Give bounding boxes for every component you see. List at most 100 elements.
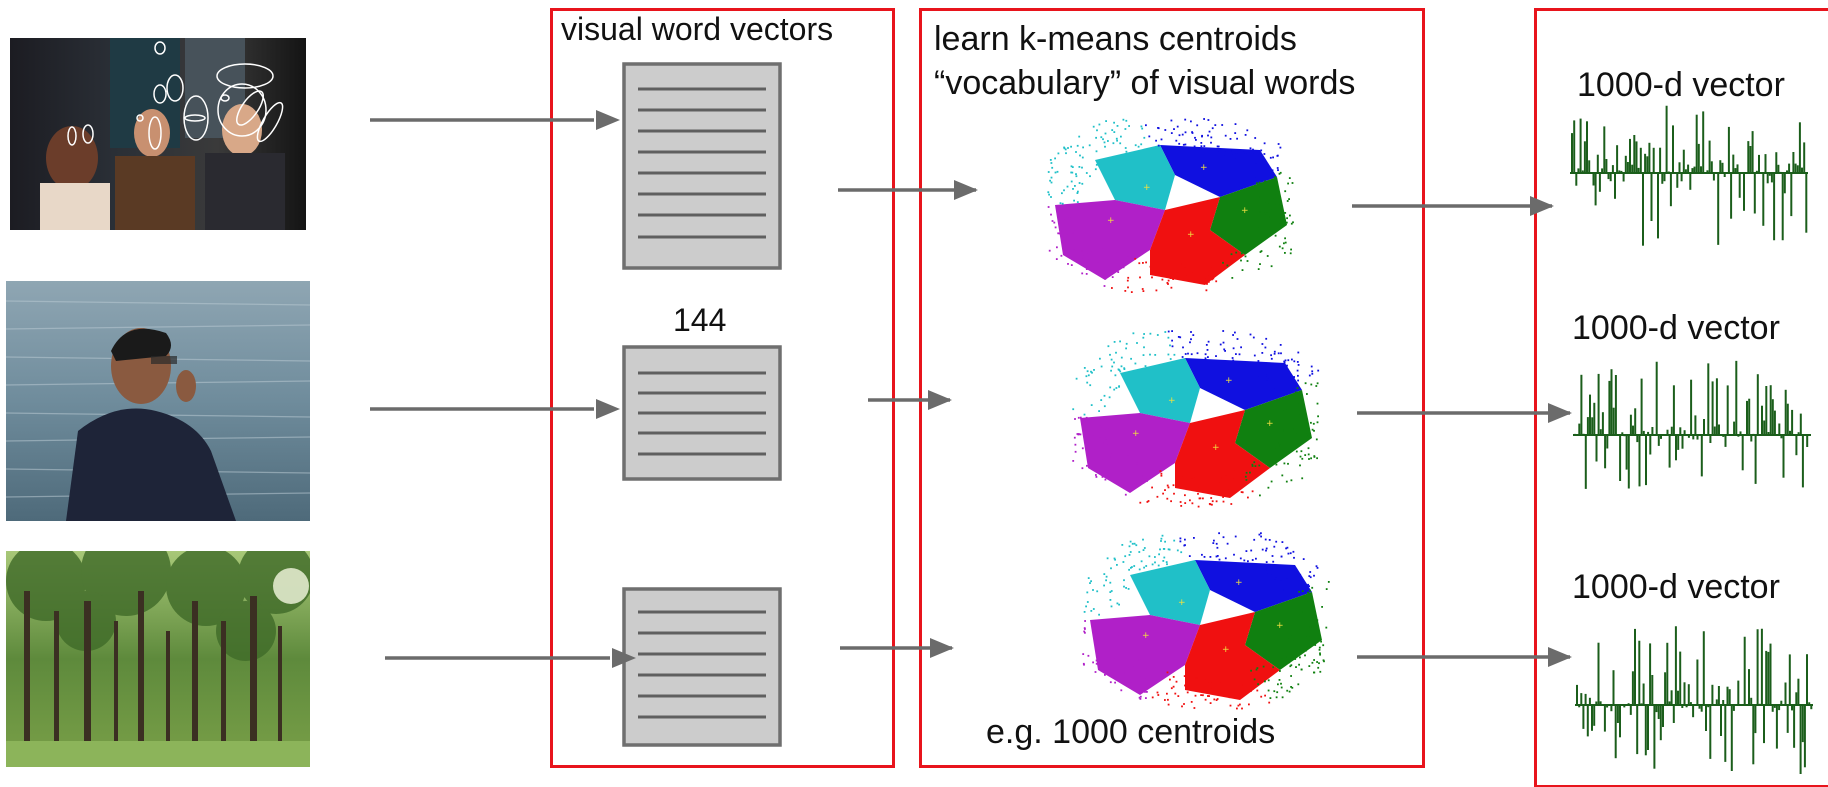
cluster-point	[1091, 249, 1093, 252]
cluster-point	[1297, 683, 1300, 686]
cluster-point	[1304, 454, 1307, 456]
cluster-point	[1290, 664, 1293, 667]
cluster-point	[1275, 192, 1277, 195]
cluster-point	[1119, 340, 1121, 343]
cluster-point	[1145, 565, 1148, 567]
cluster-point	[1142, 549, 1145, 551]
cluster-point	[1139, 698, 1142, 700]
cluster-point	[1093, 455, 1096, 458]
cluster-point	[1296, 433, 1298, 435]
cluster-point	[1050, 196, 1052, 198]
cluster-point	[1169, 277, 1172, 279]
document-icon-3	[622, 587, 782, 747]
cluster-point	[1240, 491, 1243, 493]
cluster-point	[1167, 336, 1170, 339]
cluster-point	[1283, 242, 1285, 245]
cluster-point	[1294, 658, 1297, 660]
cluster-point	[1273, 350, 1276, 353]
cluster-point	[1089, 454, 1092, 456]
cluster-point	[1126, 279, 1129, 282]
cluster-point	[1050, 213, 1052, 216]
cluster-point	[1125, 119, 1128, 122]
cluster-point	[1047, 206, 1050, 208]
cluster-point	[1306, 645, 1309, 648]
cluster-point	[1297, 364, 1300, 366]
cluster-point	[1307, 634, 1310, 637]
cluster-point	[1114, 558, 1116, 561]
cluster-point	[1096, 129, 1098, 132]
cluster-point	[1127, 276, 1130, 279]
cluster-point	[1201, 134, 1203, 137]
cluster-point	[1159, 470, 1162, 472]
cluster-point	[1265, 202, 1268, 205]
cluster-point	[1086, 420, 1089, 423]
cluster-point	[1221, 477, 1224, 480]
cluster-point	[1231, 150, 1233, 152]
cluster-point	[1055, 258, 1058, 260]
cluster-point	[1301, 627, 1304, 630]
cluster-point	[1230, 503, 1233, 505]
cluster-point	[1252, 336, 1255, 339]
cluster-point	[1274, 456, 1277, 459]
cluster-point	[1081, 447, 1084, 450]
cluster-point	[1278, 172, 1281, 175]
cluster-point	[1275, 696, 1278, 699]
cluster-point	[1287, 182, 1289, 185]
cluster-point	[1260, 157, 1263, 159]
cluster-point	[1190, 701, 1193, 703]
cluster-point	[1281, 474, 1284, 477]
cluster-point	[1050, 176, 1053, 179]
cluster-point	[1283, 360, 1286, 363]
cluster-point	[1078, 166, 1081, 168]
cluster-point	[1166, 497, 1169, 500]
cluster-point	[1278, 458, 1281, 461]
cluster-point	[1211, 503, 1213, 506]
cluster-point	[1130, 291, 1133, 293]
kmeans-cluster-plot-2: +++++	[1072, 330, 1320, 508]
cluster-point	[1211, 682, 1214, 685]
cluster-point	[1260, 535, 1262, 538]
cluster-point	[1250, 227, 1253, 230]
cluster-point	[1255, 668, 1258, 671]
cluster-point	[1272, 156, 1274, 159]
cluster-point	[1286, 217, 1288, 220]
cluster-point	[1199, 497, 1202, 500]
cluster-point	[1090, 580, 1092, 583]
cluster-point	[1281, 429, 1284, 432]
centroid-marker: +	[1241, 206, 1249, 216]
cluster-point	[1194, 694, 1197, 697]
cluster-point	[1285, 221, 1288, 224]
cluster-point	[1273, 352, 1276, 355]
cluster-point	[1283, 429, 1285, 432]
cluster-point	[1311, 428, 1314, 431]
cluster-point	[1257, 683, 1259, 686]
cluster-point	[1159, 548, 1161, 551]
cluster-point	[1318, 639, 1320, 642]
cluster-point	[1152, 467, 1155, 470]
cluster-point	[1256, 689, 1259, 692]
cluster-point	[1118, 603, 1120, 606]
cluster-point	[1297, 574, 1300, 576]
cluster-point	[1122, 561, 1125, 563]
cluster-point	[1111, 287, 1113, 289]
cluster-point	[1300, 637, 1303, 639]
cluster-point	[1157, 144, 1160, 147]
cluster-point	[1290, 686, 1292, 688]
cluster-point	[1322, 659, 1325, 662]
cluster-point	[1144, 666, 1147, 669]
cluster-point	[1233, 476, 1236, 479]
cluster-point	[1116, 564, 1118, 566]
cluster-point	[1245, 550, 1248, 552]
cluster-point	[1279, 370, 1282, 373]
cluster-point	[1128, 554, 1131, 556]
cluster-point	[1109, 591, 1112, 593]
cluster-point	[1112, 646, 1115, 649]
cluster-point	[1235, 353, 1237, 355]
cluster-point	[1205, 344, 1208, 346]
cluster-point	[1154, 556, 1156, 558]
cluster-point	[1120, 135, 1122, 138]
cluster-point	[1282, 222, 1284, 224]
cluster-point	[1277, 169, 1279, 171]
cluster-region	[1245, 592, 1322, 670]
